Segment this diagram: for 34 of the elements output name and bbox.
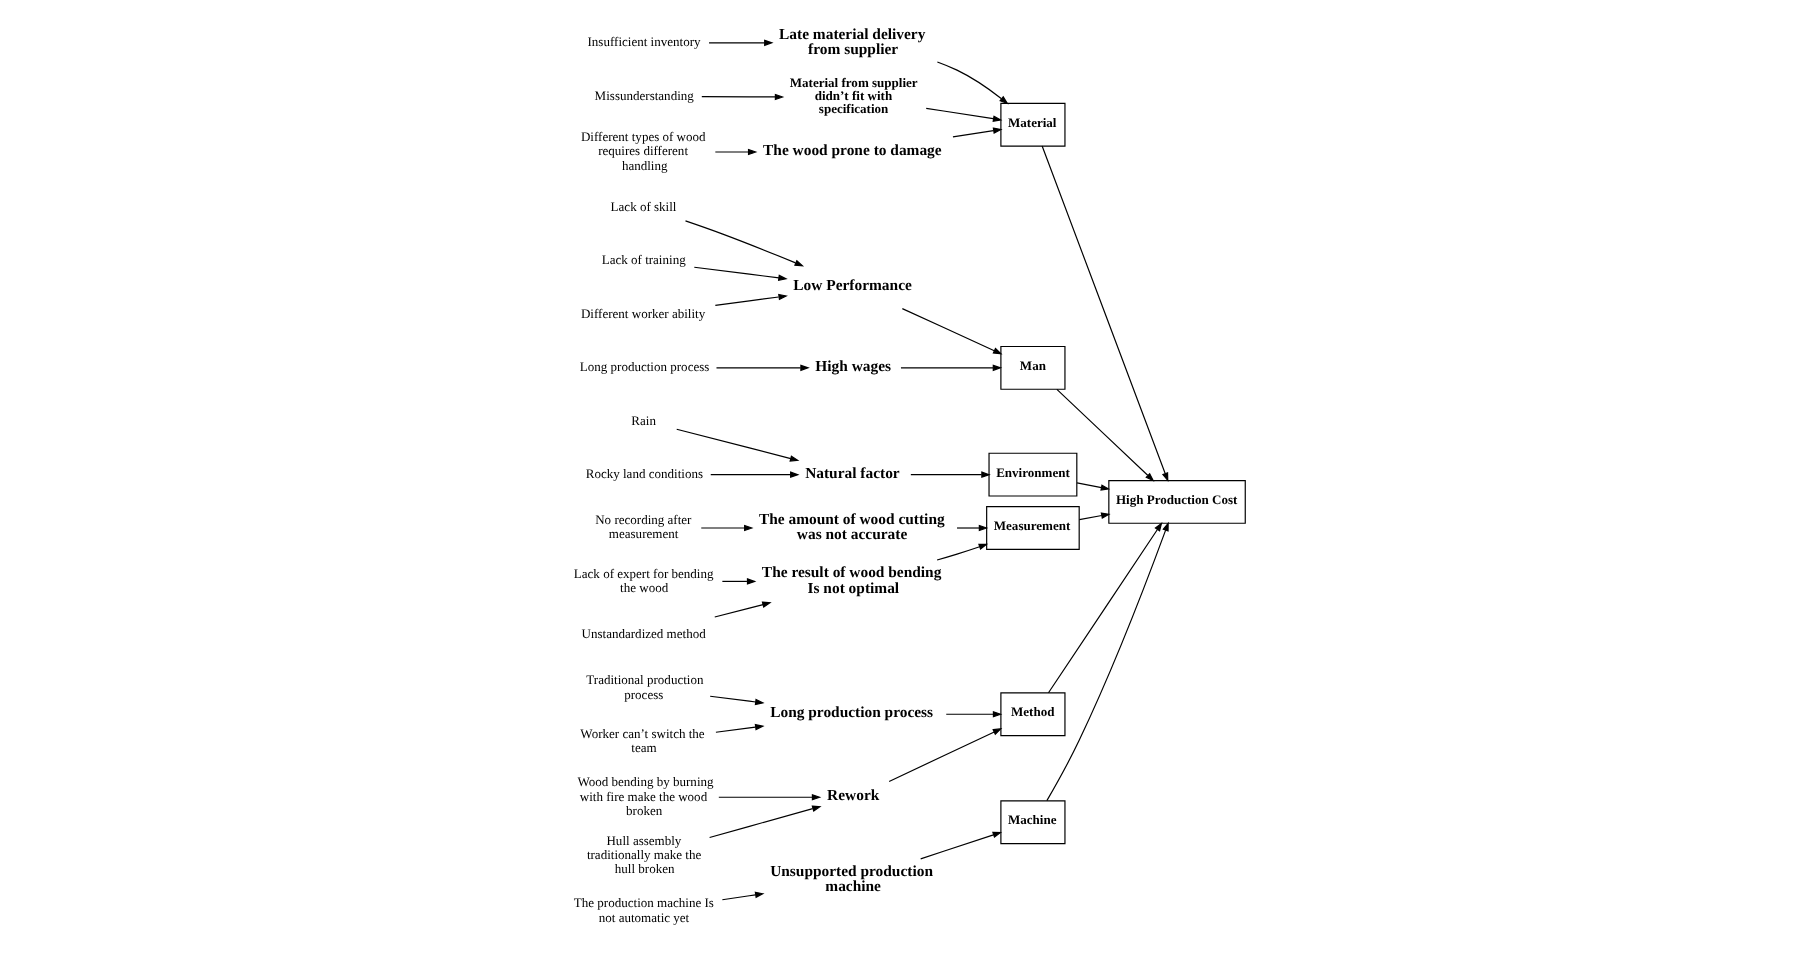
arrow xyxy=(708,695,764,706)
arrow xyxy=(909,471,990,478)
arrow xyxy=(720,891,764,901)
arrow xyxy=(714,364,809,372)
arrow xyxy=(707,39,773,47)
arrow xyxy=(919,831,1002,860)
arrow xyxy=(900,308,1002,355)
arrow xyxy=(675,428,799,462)
arrow xyxy=(935,61,1008,105)
arrow xyxy=(699,524,753,532)
arrow xyxy=(1075,482,1110,491)
arrow xyxy=(720,578,756,585)
arrow xyxy=(955,524,988,532)
arrow xyxy=(1040,145,1168,482)
arrow xyxy=(708,805,821,839)
arrow xyxy=(935,543,988,561)
arrow xyxy=(1055,388,1154,482)
arrow xyxy=(944,710,1002,718)
arrow xyxy=(1045,521,1168,802)
arrow xyxy=(717,793,821,801)
arrow xyxy=(924,107,1002,122)
arrow xyxy=(692,266,787,282)
arrow xyxy=(1077,512,1110,521)
arrow xyxy=(714,723,764,733)
arrow xyxy=(951,127,1002,138)
arrow xyxy=(713,601,771,618)
arrow xyxy=(1046,522,1162,694)
arrow xyxy=(899,364,1002,372)
arrow xyxy=(713,148,757,156)
arrow xyxy=(709,471,799,478)
arrow xyxy=(713,293,787,306)
arrow xyxy=(887,728,1002,783)
arrow xyxy=(700,93,784,101)
arrow xyxy=(683,220,804,267)
